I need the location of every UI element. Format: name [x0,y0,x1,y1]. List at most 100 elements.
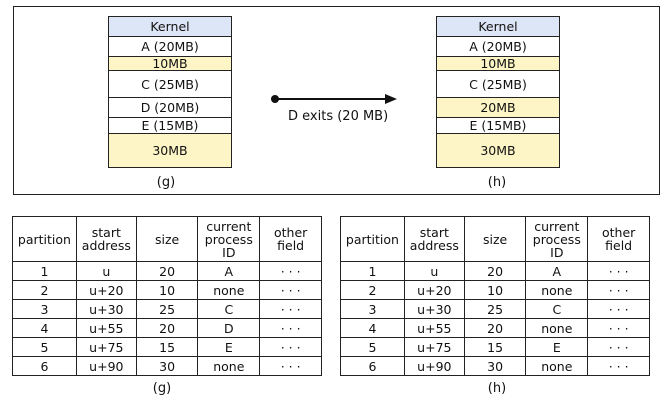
memory-caption-h: (h) [487,175,507,190]
cell: 15 [135,337,199,357]
cell: 20 [135,318,199,338]
segment-process-c: C (25MB) [109,71,231,98]
cell: 6 [12,356,77,376]
cell: u+20 [75,280,137,300]
cell: D [197,318,261,338]
cell: 2 [340,280,405,300]
cell: A [525,261,589,281]
cell: 1 [12,261,77,281]
cell: 5 [340,337,405,357]
cell: 2 [12,280,77,300]
cell: · · · [587,337,650,357]
cell: 20 [463,261,527,281]
col-header-partition: partition [340,216,405,262]
cell: · · · [259,337,322,357]
table-caption-g: (g) [152,381,172,396]
segment-free-20mb: 20MB [437,98,559,118]
cell: u+30 [75,299,137,319]
table-caption-h: (h) [487,381,507,396]
memory-map-h: Kernel A (20MB) 10MB C (25MB) 20MB E (15… [436,16,560,168]
cell: C [525,299,589,319]
segment-free-10mb: 10MB [437,56,559,71]
cell: · · · [259,261,322,281]
cell: 10 [463,280,527,300]
cell: 3 [340,299,405,319]
segment-free-30mb: 30MB [109,134,231,167]
cell: none [525,318,589,338]
cell: 1 [340,261,405,281]
cell: 20 [463,318,527,338]
cell: 10 [135,280,199,300]
segment-free-30mb: 30MB [437,134,559,167]
segment-process-e: E (15MB) [109,118,231,134]
cell: · · · [259,299,322,319]
cell: none [525,280,589,300]
cell: 25 [463,299,527,319]
cell: 20 [135,261,199,281]
cell: · · · [259,356,322,376]
segment-kernel: Kernel [109,17,231,37]
cell: E [525,337,589,357]
cell: none [197,280,261,300]
col-header-partition: partition [12,216,77,262]
cell: none [525,356,589,376]
segment-process-e: E (15MB) [437,118,559,134]
cell: · · · [587,318,650,338]
cell: u+90 [403,356,465,376]
cell: 5 [12,337,77,357]
cell: · · · [259,318,322,338]
cell: u+20 [403,280,465,300]
segment-kernel: Kernel [437,17,559,37]
segment-process-a: A (20MB) [109,37,231,57]
cell: none [197,356,261,376]
cell: · · · [587,356,650,376]
cell: 15 [463,337,527,357]
cell: 4 [340,318,405,338]
cell: 4 [12,318,77,338]
cell: u+90 [75,356,137,376]
diagram-frame [13,6,660,195]
cell: · · · [587,299,650,319]
cell: A [197,261,261,281]
cell: u [403,261,465,281]
cell: u+55 [75,318,137,338]
cell: u+30 [403,299,465,319]
cell: 3 [12,299,77,319]
cell: · · · [259,280,322,300]
cell: C [197,299,261,319]
arrow-head-icon [385,94,397,104]
segment-process-a: A (20MB) [437,37,559,57]
cell: u+75 [75,337,137,357]
cell: 6 [340,356,405,376]
cell: u+75 [403,337,465,357]
cell: u [75,261,137,281]
cell: u+55 [403,318,465,338]
cell: 30 [135,356,199,376]
col-header-size: size [135,216,199,262]
cell: · · · [587,280,650,300]
cell: 30 [463,356,527,376]
memory-caption-g: (g) [156,175,176,190]
segment-free-10mb: 10MB [109,56,231,71]
arrow-label: D exits (20 MB) [288,109,389,124]
segment-process-c: C (25MB) [437,71,559,98]
